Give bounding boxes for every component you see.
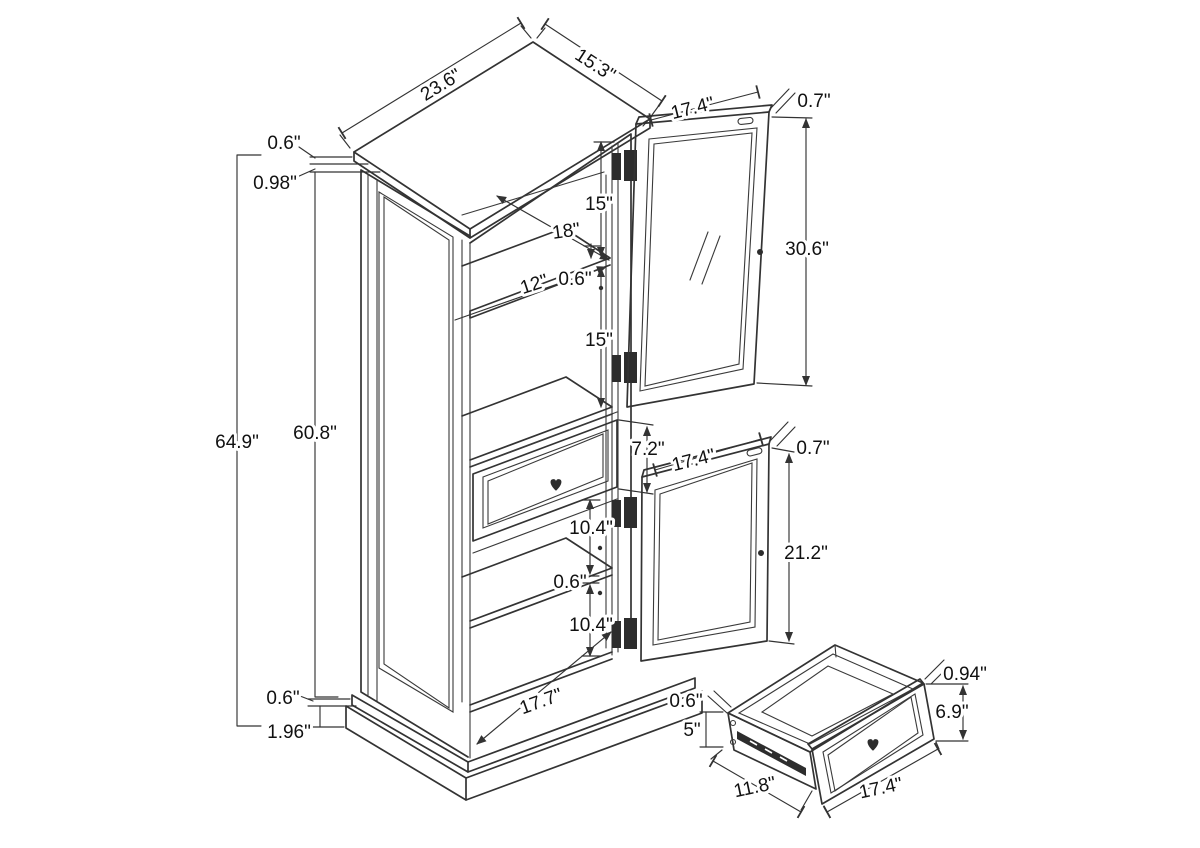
dim-overall-height: 64.9" bbox=[212, 154, 262, 727]
door-hinges bbox=[612, 150, 637, 649]
lower-door-knob bbox=[758, 550, 764, 556]
hinge-icon bbox=[612, 352, 637, 383]
dim-lower-door-height-label: 21.2" bbox=[784, 543, 828, 564]
dim-drawer-side-thickness: 0.6" bbox=[666, 688, 732, 715]
dim-upper-door-height-label: 30.6" bbox=[785, 239, 829, 260]
shelf-pin-hole bbox=[597, 545, 603, 551]
dim-drawer-front-height-label: 7.2" bbox=[631, 439, 664, 460]
dim-base-height-label: 1.96" bbox=[267, 722, 311, 743]
dim-line bbox=[476, 631, 612, 745]
dim-upper-gap-bottom: 15" bbox=[582, 266, 616, 409]
dim-drawer-side-thickness-label: 0.6" bbox=[669, 691, 702, 712]
dim-interior-width-label: 17.7" bbox=[517, 684, 565, 719]
dim-upper-door-thickness: 0.7" bbox=[769, 88, 834, 115]
dim-line bbox=[314, 171, 339, 698]
upper-door-knob bbox=[757, 249, 763, 255]
leader-line bbox=[299, 695, 314, 702]
drawer-side-face bbox=[727, 712, 817, 790]
dim-drawer-front-panel-height-label: 6.9" bbox=[935, 702, 968, 723]
cabinet-drawer bbox=[472, 411, 618, 554]
dim-drawer-width-label: 17.4" bbox=[857, 774, 904, 804]
dim-drawer-side-height: 5" bbox=[680, 711, 724, 748]
dim-top-frame-label: 0.98" bbox=[253, 173, 297, 194]
drawer-box-floor bbox=[760, 665, 895, 737]
dim-lower-door-thickness: 0.7" bbox=[769, 421, 833, 462]
dim-overall-height-label: 64.9" bbox=[215, 432, 259, 453]
hinge-icon bbox=[612, 150, 637, 181]
dim-top-depth-label: 15.3" bbox=[571, 45, 619, 86]
dim-side-height: 60.8" bbox=[290, 171, 340, 698]
side-panel-bevel bbox=[383, 195, 450, 710]
dim-side-height-label: 60.8" bbox=[293, 423, 337, 444]
dim-base: 0.6" 1.96" bbox=[263, 685, 357, 746]
dim-base-trim-label: 0.6" bbox=[266, 688, 299, 709]
dim-lower-door-width-label: 17.4" bbox=[670, 445, 718, 476]
dim-shelf-thickness-label: 0.6" bbox=[558, 269, 591, 290]
dim-line bbox=[708, 754, 806, 819]
dim-line bbox=[454, 266, 607, 321]
drawer-front-bevel bbox=[482, 429, 609, 529]
dim-drawer-width: 17.4" bbox=[822, 741, 943, 819]
side-panel-frame bbox=[378, 191, 454, 713]
dim-lower-gap-top-label: 10.4" bbox=[569, 518, 613, 539]
dim-lower-door-thickness-label: 0.7" bbox=[796, 438, 829, 459]
dim-lower-gap-top: 10.4" bbox=[566, 498, 616, 576]
dim-line bbox=[648, 85, 761, 127]
dim-line bbox=[236, 154, 262, 727]
drawer-detail-heart-knob bbox=[867, 739, 879, 751]
cabinet-side-panel bbox=[360, 169, 471, 758]
dim-top-thickness: 0.6" 0.98" bbox=[250, 130, 381, 197]
shelf-pin-hole bbox=[597, 590, 603, 596]
interior-back-top-edge bbox=[461, 171, 605, 216]
dim-drawer-depth-label: 11.8" bbox=[732, 773, 778, 802]
dim-top-width: 23.6" bbox=[337, 16, 532, 149]
dim-shelf-depth-lower-label: 12" bbox=[518, 270, 551, 299]
dim-top-depth: 15.3" bbox=[536, 17, 667, 116]
dim-drawer-front-thickness-label: 0.94" bbox=[943, 664, 987, 685]
dim-lower-shelf-thickness-label: 0.6" bbox=[553, 572, 586, 593]
drawer-heart-knob bbox=[550, 479, 562, 491]
lower-door-panel bbox=[652, 458, 758, 646]
upper-door-frame bbox=[639, 127, 758, 392]
dim-drawer-depth: 11.8" bbox=[708, 749, 813, 819]
lower-solid-door bbox=[640, 436, 772, 662]
dim-drawer-front-panel-height: 6.9" bbox=[925, 683, 972, 742]
glass-reflection bbox=[689, 231, 721, 285]
dim-line bbox=[652, 432, 764, 477]
dim-upper-gap-top-label: 15" bbox=[585, 194, 613, 215]
hinge-icon bbox=[612, 497, 637, 528]
shelf-lower-1 bbox=[461, 537, 613, 629]
dim-drawer-side-height-label: 5" bbox=[683, 720, 700, 741]
dim-line bbox=[540, 17, 667, 108]
dim-lower-door-height: 21.2" bbox=[768, 447, 831, 645]
drawer-front bbox=[472, 419, 618, 542]
dim-line bbox=[337, 16, 526, 140]
hinge-icon bbox=[612, 618, 637, 649]
leader-line bbox=[296, 146, 316, 178]
dim-upper-gap-bottom-label: 15" bbox=[585, 330, 613, 351]
dim-drawer-front-thickness: 0.94" bbox=[924, 659, 990, 688]
dim-top-width-label: 23.6" bbox=[417, 65, 465, 106]
dim-upper-door-thickness-label: 0.7" bbox=[797, 91, 830, 112]
drawer-front-panel bbox=[811, 683, 935, 805]
screw-hole bbox=[729, 738, 737, 746]
screw-hole bbox=[729, 719, 737, 727]
dim-upper-door-width: 17.4" bbox=[642, 85, 761, 127]
shelf-upper-1 bbox=[461, 227, 611, 319]
dim-lower-shelf-thickness: 0.6" bbox=[550, 569, 600, 596]
dim-lower-gap-bottom-label: 10.4" bbox=[569, 615, 613, 636]
upper-glass-door bbox=[626, 104, 773, 408]
dim-top-thickness-label: 0.6" bbox=[267, 133, 300, 154]
door-latch bbox=[737, 116, 754, 125]
dim-line bbox=[822, 742, 943, 819]
dim-shelf-thickness: 0.6" bbox=[555, 243, 601, 293]
dim-shelf-depth-upper-label: 18" bbox=[551, 219, 582, 244]
dim-upper-door-height: 30.6" bbox=[756, 116, 832, 387]
